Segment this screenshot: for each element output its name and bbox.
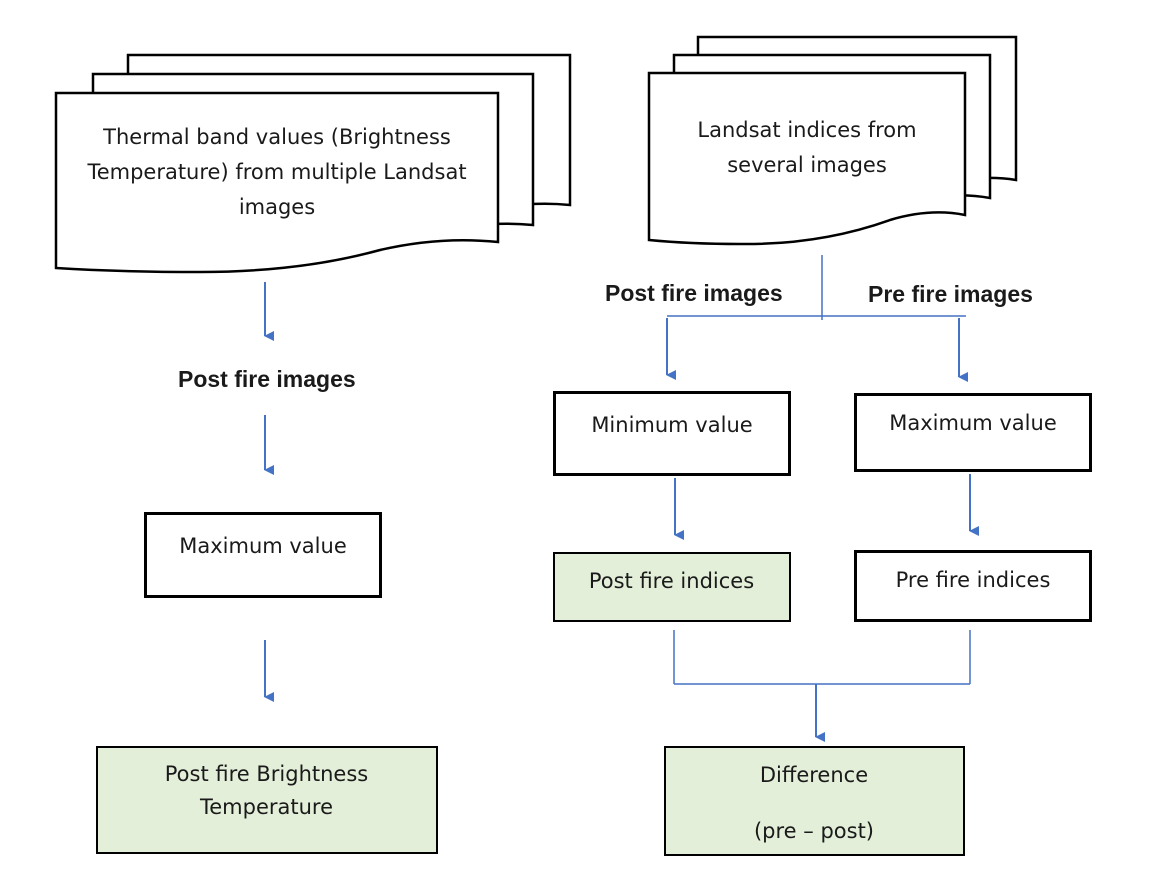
right-pre-fire-heading: Pre fire images: [868, 281, 1033, 307]
post-fire-brightness-box: Post fire Brightness Temperature: [96, 746, 438, 854]
minimum-value-label: Minimum value: [591, 413, 753, 437]
difference-box: Difference (pre – post): [664, 746, 965, 856]
maximum-value-box: Maximum value: [854, 393, 1092, 472]
left-document-stack: [54, 53, 572, 274]
difference-title: Difference: [759, 763, 869, 787]
right-document-stack: [647, 35, 1018, 246]
post-fire-indices-box: Post fire indices: [553, 552, 791, 622]
difference-formula: (pre – post): [753, 819, 874, 843]
left-maximum-value-label: Maximum value: [179, 534, 347, 558]
post-fire-brightness-label: Post fire Brightness Temperature: [164, 762, 369, 819]
maximum-value-label: Maximum value: [889, 411, 1057, 435]
left-doc-front: [54, 91, 500, 274]
pre-fire-indices-label: Pre fire indices: [895, 568, 1051, 592]
pre-fire-indices-box: Pre fire indices: [854, 550, 1092, 622]
right-post-fire-heading: Post fire images: [605, 280, 783, 306]
minimum-value-box: Minimum value: [553, 391, 791, 476]
left-maximum-value-box: Maximum value: [144, 512, 382, 598]
left-document-text: Thermal band values (Brightness Temperat…: [87, 125, 467, 219]
left-post-fire-heading: Post fire images: [178, 366, 356, 392]
right-document-text: Landsat indices from several images: [697, 118, 917, 177]
right-doc-front: [647, 71, 967, 246]
post-fire-indices-label: Post fire indices: [588, 569, 755, 593]
